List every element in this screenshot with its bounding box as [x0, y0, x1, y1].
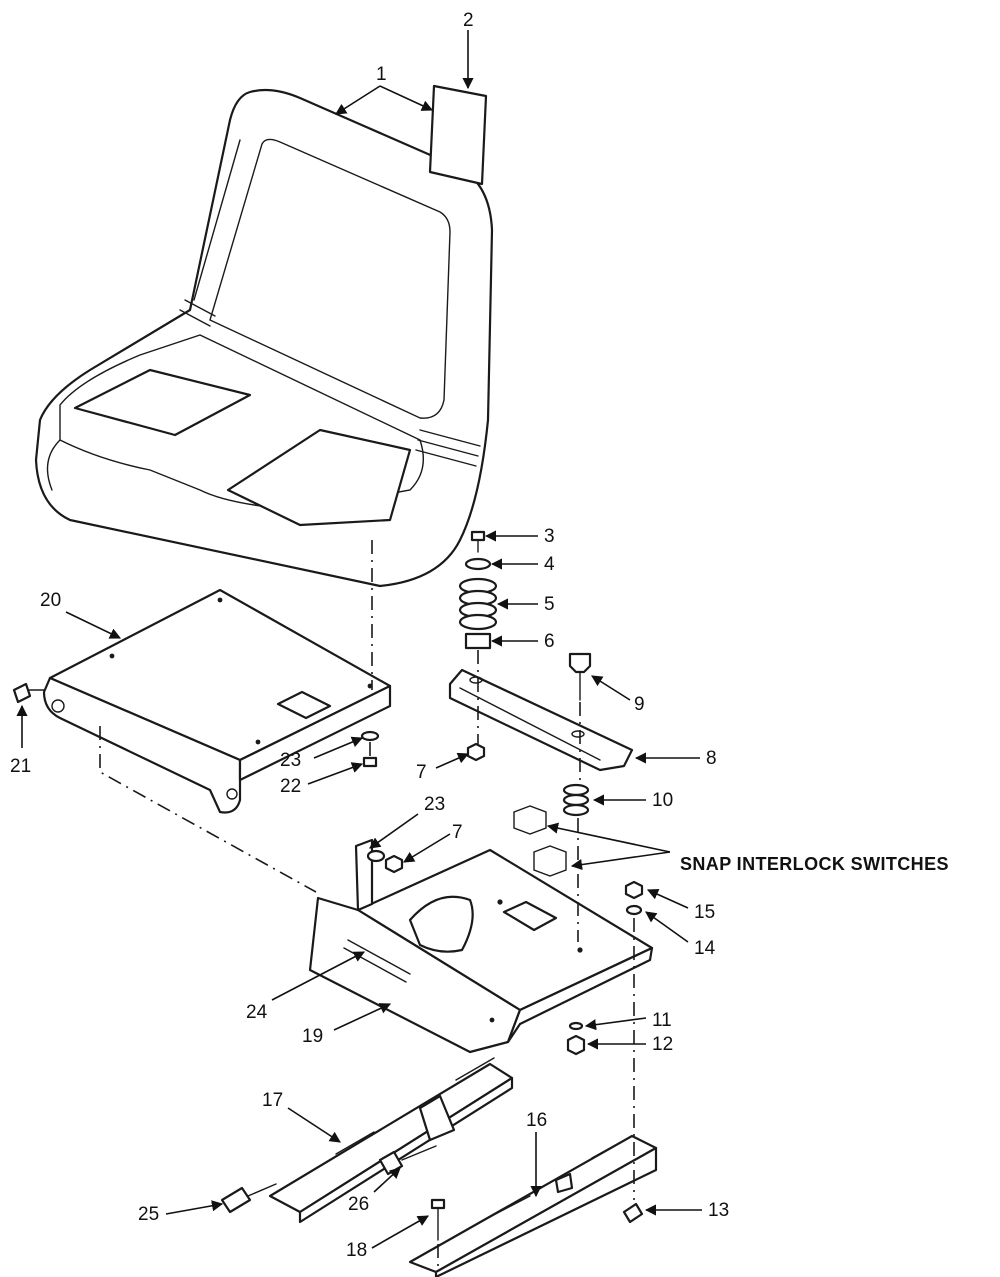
- callout-7-tab: 7: [452, 822, 463, 843]
- callout-11: 11: [652, 1010, 672, 1031]
- bolt-21: [12, 682, 45, 704]
- callout-16: 16: [526, 1110, 547, 1131]
- callout-labels: 1 2 3 4 5 6 9 8 7 10 20 21 23 22 23 7 SN…: [10, 10, 949, 1261]
- callout-15: 15: [694, 902, 715, 923]
- callout-3: 3: [544, 526, 555, 547]
- callout-19: 19: [302, 1026, 323, 1047]
- nut-7-upper: [466, 742, 486, 762]
- callout-23-tab: 23: [424, 794, 445, 815]
- slide-rail-17: [268, 1057, 514, 1224]
- mounting-bracket-8: [448, 652, 634, 772]
- callout-7-upper: 7: [416, 762, 427, 783]
- callout-21: 21: [10, 756, 31, 777]
- snap-interlock-switches-label: SNAP INTERLOCK SWITCHES: [680, 854, 949, 874]
- spring-10: [562, 783, 590, 817]
- snap-interlock-switch-upper: [513, 805, 547, 835]
- callout-14: 14: [694, 938, 716, 959]
- washer-nut-stack-left: [360, 730, 380, 768]
- callout-5: 5: [544, 594, 555, 615]
- callout-9: 9: [634, 694, 645, 715]
- callout-8: 8: [706, 748, 717, 769]
- callout-1: 1: [376, 64, 387, 85]
- leader-lines: [16, 30, 702, 1249]
- washer-nut-stack-tab: [366, 849, 404, 874]
- callout-12: 12: [652, 1034, 673, 1055]
- seat-shell: [34, 88, 494, 588]
- callout-26: 26: [348, 1194, 369, 1215]
- seat-pan: [42, 588, 392, 814]
- callout-6: 6: [544, 631, 555, 652]
- callout-17: 17: [262, 1090, 283, 1111]
- bolt-13: [622, 1202, 644, 1224]
- bolt-18: [430, 1198, 446, 1241]
- callout-2: 2: [463, 10, 474, 31]
- release-handle-25: [220, 1183, 277, 1214]
- slide-rail-16: [408, 1134, 658, 1277]
- callout-18: 18: [346, 1240, 367, 1261]
- alignment-lines: [99, 540, 635, 1270]
- callout-13: 13: [708, 1200, 729, 1221]
- callout-23-left: 23: [280, 750, 301, 771]
- callout-20: 20: [40, 590, 61, 611]
- seat-base: [308, 838, 654, 1054]
- right-fasteners: [566, 880, 644, 1056]
- snap-interlock-switch-lower: [533, 845, 567, 877]
- spring-stack: [458, 530, 498, 650]
- callout-4: 4: [544, 554, 555, 575]
- callout-22: 22: [280, 776, 301, 797]
- callout-10: 10: [652, 790, 673, 811]
- callout-25: 25: [138, 1204, 159, 1225]
- callout-24: 24: [246, 1002, 268, 1023]
- decal-plate: [428, 84, 488, 186]
